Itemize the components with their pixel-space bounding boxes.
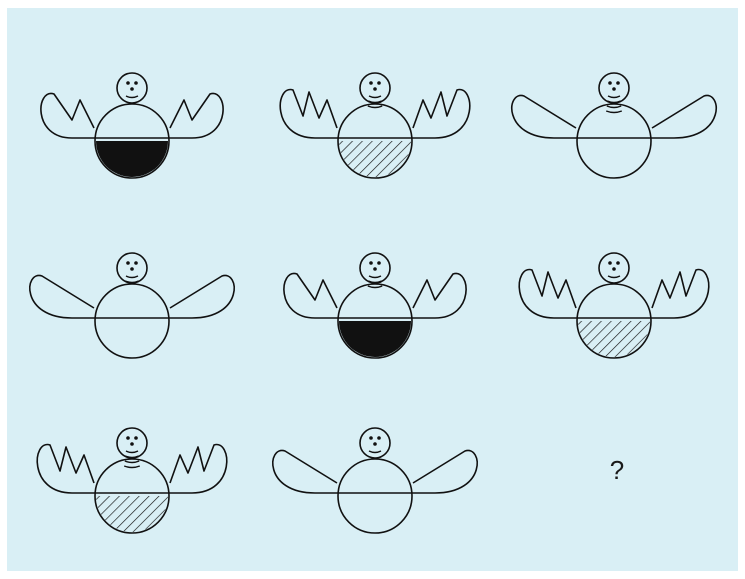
eye-left bbox=[126, 436, 130, 440]
eye-right bbox=[134, 261, 138, 265]
nose bbox=[373, 267, 377, 271]
eye-left bbox=[369, 261, 373, 265]
nose bbox=[612, 87, 616, 91]
eye-right bbox=[377, 436, 381, 440]
eye-right bbox=[616, 81, 620, 85]
nose bbox=[373, 87, 377, 91]
eye-left bbox=[126, 81, 130, 85]
eye-right bbox=[377, 261, 381, 265]
question-mark: ? bbox=[587, 455, 647, 486]
eye-left bbox=[369, 436, 373, 440]
puzzle-panel: ? bbox=[7, 8, 738, 571]
nose bbox=[612, 267, 616, 271]
eye-right bbox=[134, 436, 138, 440]
eye-right bbox=[134, 81, 138, 85]
eye-left bbox=[126, 261, 130, 265]
eye-right bbox=[616, 261, 620, 265]
eye-right bbox=[377, 81, 381, 85]
nose bbox=[130, 442, 134, 446]
eye-left bbox=[369, 81, 373, 85]
nose bbox=[373, 442, 377, 446]
eye-left bbox=[608, 81, 612, 85]
nose bbox=[130, 267, 134, 271]
puzzle-grid bbox=[7, 8, 738, 571]
nose bbox=[130, 87, 134, 91]
eye-left bbox=[608, 261, 612, 265]
